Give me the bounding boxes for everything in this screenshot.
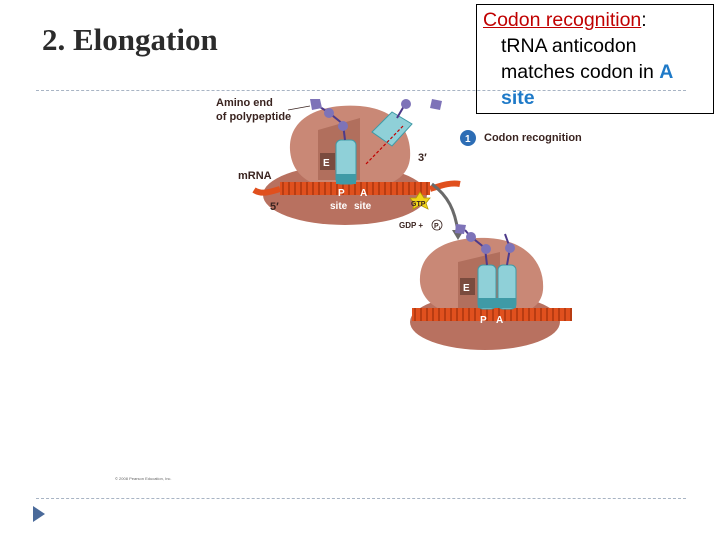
amino-acid-icon bbox=[338, 121, 348, 131]
three-prime-label: 3′ bbox=[418, 152, 427, 164]
p-site-label: P bbox=[338, 188, 345, 199]
slide-title: 2. Elongation bbox=[42, 22, 218, 57]
copyright-notice: © 2008 Pearson Education, Inc. bbox=[115, 476, 172, 481]
p-site-word: site bbox=[330, 201, 348, 212]
bottom-divider bbox=[36, 498, 686, 499]
callout-heading-line: Codon recognition: bbox=[483, 7, 707, 33]
pi-subscript: i bbox=[439, 226, 441, 232]
pi-circle-icon bbox=[431, 219, 443, 231]
mrna-5prime-end bbox=[252, 186, 281, 196]
ribosome-1 bbox=[252, 99, 461, 225]
amino-acid-icon bbox=[481, 244, 491, 254]
mrna-3prime-end bbox=[429, 180, 461, 192]
next-slide-arrow-icon[interactable] bbox=[33, 506, 45, 522]
mrna-strand-1 bbox=[280, 182, 430, 195]
p-site-label-2: P bbox=[480, 315, 487, 326]
callout-box: Codon recognition: tRNA anticodon matche… bbox=[476, 4, 714, 114]
p-site-anticodon bbox=[336, 174, 356, 184]
amino-acid-icon bbox=[430, 99, 442, 110]
amino-acid-icon bbox=[466, 232, 476, 242]
anticodons-2 bbox=[478, 298, 516, 308]
five-prime-label: 5′ bbox=[270, 201, 279, 213]
amino-end-leader bbox=[287, 105, 311, 111]
e-site-label-2: E bbox=[463, 283, 470, 294]
e-site-box bbox=[320, 153, 335, 170]
step-1-label: Codon recognition bbox=[484, 132, 582, 144]
step-1-badge bbox=[460, 130, 476, 146]
callout-heading-colon: : bbox=[641, 9, 647, 31]
e-site-label: E bbox=[323, 158, 330, 169]
amino-end-label: Amino end bbox=[216, 97, 273, 109]
step-1-number: 1 bbox=[465, 134, 471, 145]
polypeptide-chain-2 bbox=[464, 229, 488, 266]
callout-heading: Codon recognition bbox=[483, 9, 642, 31]
callout-body-text: RNA anticodon matches codon in bbox=[501, 35, 660, 83]
e-site-box-2 bbox=[460, 278, 475, 295]
top-divider bbox=[36, 90, 686, 91]
incoming-trna-link bbox=[396, 105, 405, 119]
gtp-label: GTP bbox=[411, 201, 426, 208]
amino-acid-icon bbox=[505, 243, 515, 253]
a-site-label: A bbox=[360, 188, 367, 199]
amino-acid-icon bbox=[310, 99, 322, 110]
trna-path-arrow bbox=[365, 125, 404, 165]
callout-highlight: A site bbox=[501, 61, 673, 109]
a-site-word: site bbox=[354, 201, 372, 212]
gtp-burst-icon bbox=[409, 191, 431, 210]
incoming-trna bbox=[371, 111, 413, 147]
mrna-label: mRNA bbox=[238, 170, 272, 182]
gdp-label: GDP + bbox=[399, 221, 423, 230]
a-site-label-2: A bbox=[496, 315, 503, 326]
mrna-strand-2 bbox=[412, 308, 572, 321]
amino-acid-icon bbox=[455, 224, 466, 234]
amino-acid-icon bbox=[401, 99, 411, 109]
callout-body-prefix: t bbox=[501, 35, 507, 57]
callout-body: tRNA anticodon matches codon in A site bbox=[483, 33, 707, 111]
amino-acid-icon bbox=[324, 108, 334, 118]
polypeptide-label: of polypeptide bbox=[216, 111, 291, 123]
pi-label: P bbox=[434, 223, 439, 230]
ribosome-2 bbox=[410, 224, 572, 350]
